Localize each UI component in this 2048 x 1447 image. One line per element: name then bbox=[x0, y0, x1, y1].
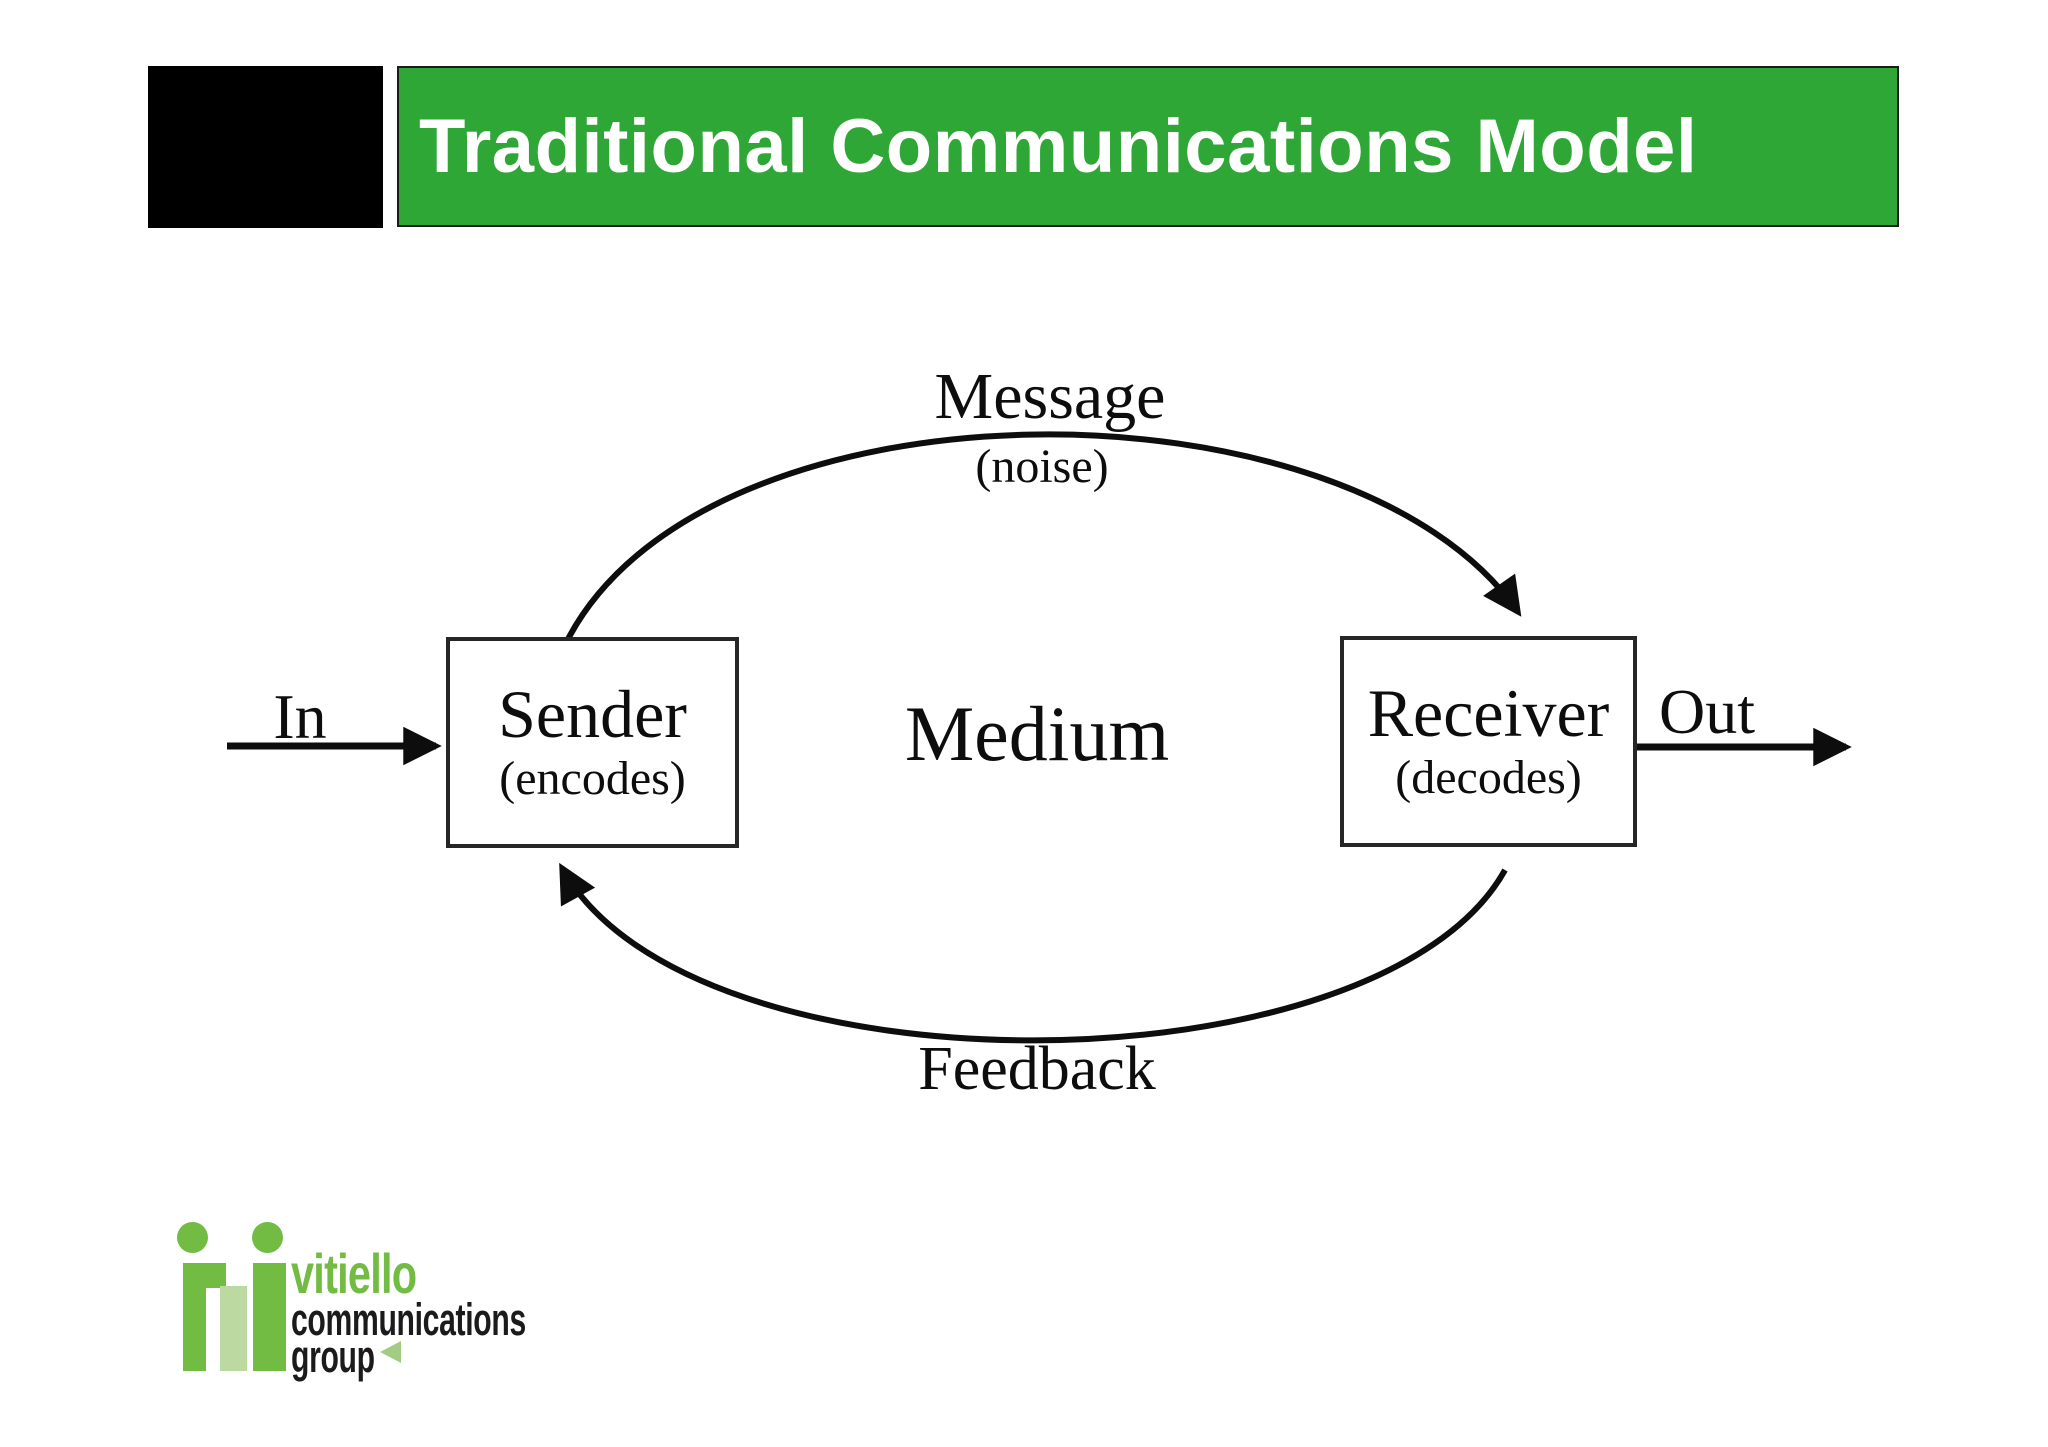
logo-left-triangle-icon bbox=[380, 1341, 401, 1363]
logo-name: vitiello bbox=[291, 1242, 417, 1305]
sender-subtitle: (encodes) bbox=[499, 751, 686, 805]
feedback-arc-arrow bbox=[559, 862, 1508, 1044]
receiver-node: Receiver (decodes) bbox=[1340, 636, 1637, 847]
logo-person-head-icon bbox=[252, 1222, 283, 1253]
logo-person-body-icon bbox=[183, 1263, 206, 1371]
logo-word-communications: communications bbox=[291, 1294, 526, 1345]
out-label: Out bbox=[1659, 676, 1755, 747]
header-black-block bbox=[148, 66, 383, 228]
message-label: Message bbox=[934, 360, 1166, 433]
feedback-label: Feedback bbox=[918, 1035, 1156, 1103]
logo-person-body-icon bbox=[253, 1263, 286, 1371]
receiver-subtitle: (decodes) bbox=[1395, 750, 1582, 804]
sender-title: Sender bbox=[498, 676, 687, 753]
sender-node: Sender (encodes) bbox=[446, 637, 739, 848]
logo-word-group: group bbox=[291, 1331, 375, 1382]
header-title-bar: Traditional Communications Model bbox=[397, 66, 1899, 227]
page-title: Traditional Communications Model bbox=[419, 103, 1698, 189]
logo-person-head-icon bbox=[177, 1222, 208, 1253]
noise-label: (noise) bbox=[975, 440, 1109, 493]
in-label: In bbox=[273, 681, 327, 752]
message-arc-arrow bbox=[562, 431, 1522, 647]
medium-label: Medium bbox=[904, 690, 1170, 777]
logo-middle-bar-icon bbox=[220, 1286, 247, 1371]
receiver-title: Receiver bbox=[1367, 675, 1610, 752]
